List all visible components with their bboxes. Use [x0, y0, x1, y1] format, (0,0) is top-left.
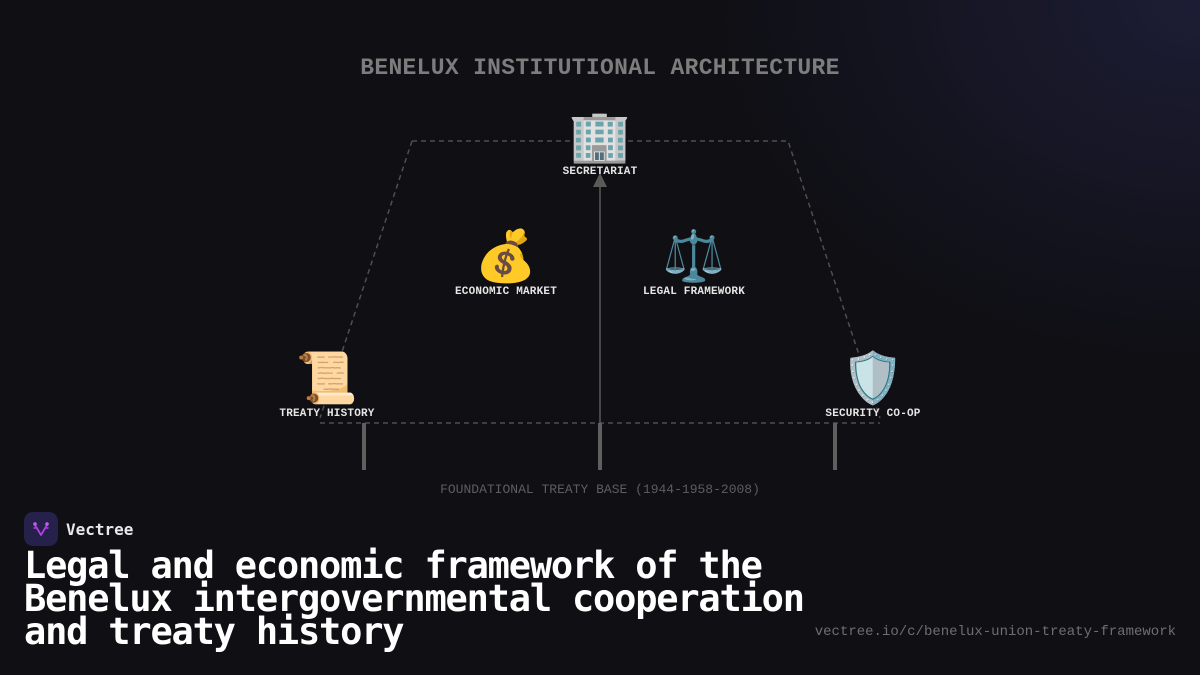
money-bag-icon: 💰 — [474, 227, 538, 285]
foundation-label: FOUNDATIONAL TREATY BASE (1944-1958-2008… — [440, 482, 760, 497]
balance-scale-icon: ⚖️ — [662, 227, 726, 285]
node-label: LEGAL FRAMEWORK — [642, 286, 746, 298]
dashed-outline-left — [319, 140, 413, 419]
page-headline: Legal and economic framework of the Bene… — [24, 544, 805, 653]
node-treaty-history: 📜 TREATY HISTORY — [247, 350, 407, 420]
pillar-left — [362, 423, 366, 470]
node-label: ECONOMIC MARKET — [454, 286, 558, 298]
shield-icon: 🛡️ — [841, 349, 905, 407]
diagram-title: BENELUX INSTITUTIONAL ARCHITECTURE — [360, 55, 840, 81]
brand-name: Vectree — [66, 519, 134, 539]
node-secretariat: 🏢 SECRETARIAT — [520, 108, 680, 178]
node-security-coop: 🛡️ SECURITY CO-OP — [793, 350, 953, 420]
vectree-logo-icon — [24, 512, 58, 546]
node-legal-framework: ⚖️ LEGAL FRAMEWORK — [614, 228, 774, 298]
node-label: SECURITY CO-OP — [825, 408, 921, 420]
arrow-head-icon — [593, 173, 607, 187]
node-label: TREATY HISTORY — [279, 408, 375, 420]
pillar-center — [598, 423, 602, 470]
source-url[interactable]: vectree.io/c/benelux-union-treaty-framew… — [814, 624, 1176, 640]
scroll-icon: 📜 — [295, 349, 359, 407]
pillar-right — [833, 423, 837, 470]
node-economic-market: 💰 ECONOMIC MARKET — [426, 228, 586, 298]
office-building-icon: 🏢 — [568, 107, 632, 165]
dashed-outline-right — [412, 140, 881, 419]
brand: Vectree — [24, 512, 133, 546]
node-label: SECRETARIAT — [562, 166, 638, 178]
